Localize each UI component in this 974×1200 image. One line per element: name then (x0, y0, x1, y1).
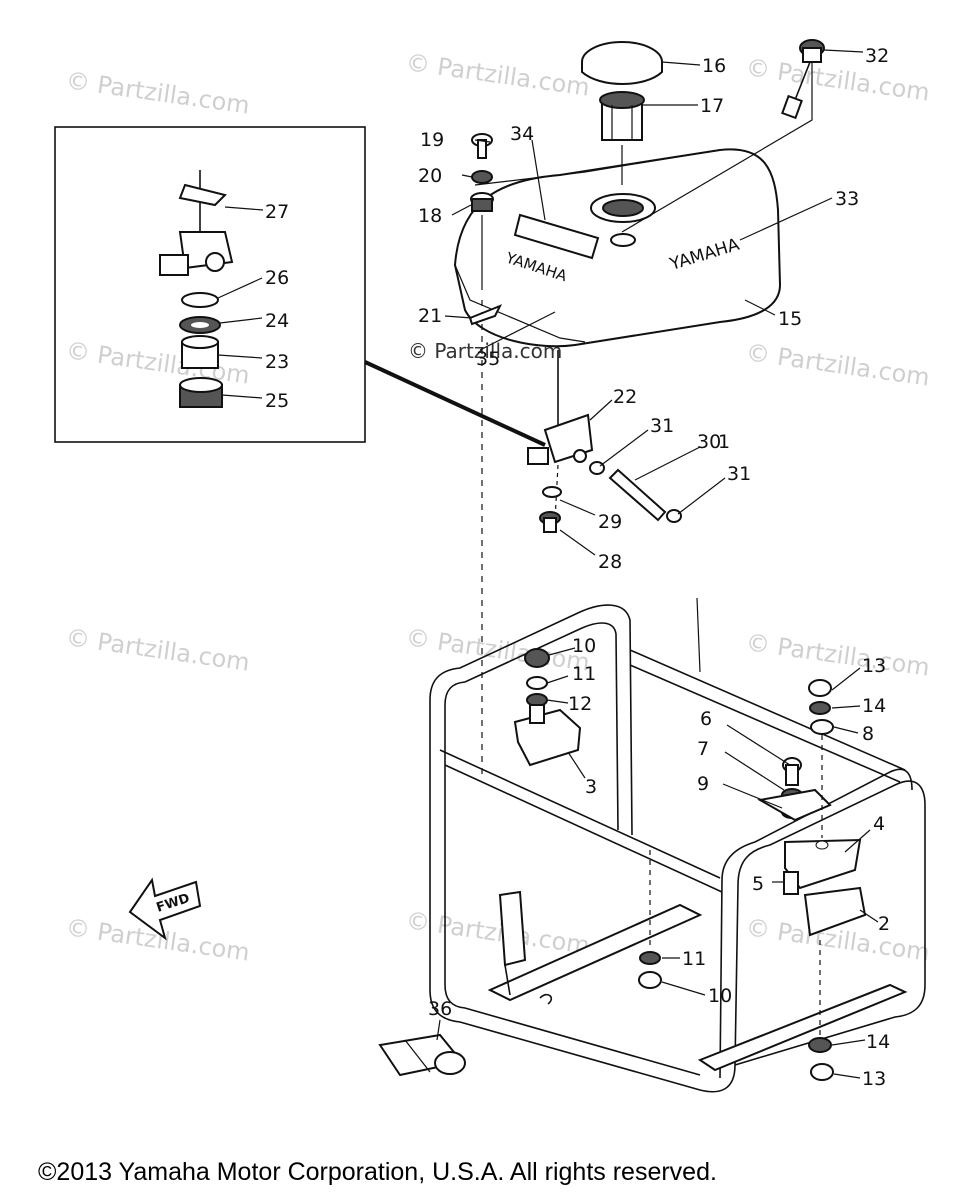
callout-31a: 31 (650, 415, 674, 437)
watermark-6: © Partzilla.com (64, 623, 251, 677)
callout-18: 18 (418, 205, 442, 227)
callout-33: 33 (835, 188, 859, 210)
callout-36: 36 (428, 998, 452, 1020)
frame (429, 604, 926, 1093)
left-mount (513, 648, 582, 767)
callout-19: 19 (420, 129, 444, 151)
callout-23: 23 (265, 351, 289, 373)
watermark-1: © Partzilla.com (64, 66, 251, 120)
callout-14b: 14 (866, 1031, 890, 1053)
callout-17: 17 (700, 95, 724, 117)
copyright-notice: ©2013 Yamaha Motor Corporation, U.S.A. A… (38, 1158, 717, 1186)
callout-3: 3 (585, 776, 597, 798)
fuel-cock (527, 350, 594, 533)
fuel-hose (589, 461, 682, 523)
callout-16: 16 (702, 55, 726, 77)
callout-13b: 13 (862, 1068, 886, 1090)
callout-20: 20 (418, 165, 442, 187)
callout-22: 22 (613, 386, 637, 408)
callout-27: 27 (265, 201, 289, 223)
callout-29: 29 (598, 511, 622, 533)
callout-2: 2 (878, 913, 890, 935)
protector-36 (378, 1033, 466, 1077)
callout-12: 12 (568, 693, 592, 715)
fuel-cap (581, 41, 663, 85)
callout-10a: 10 (572, 635, 596, 657)
callout-9: 9 (697, 773, 709, 795)
hose-clip (468, 304, 503, 326)
tank-bolt-stack (470, 133, 494, 780)
callout-11b: 11 (682, 948, 706, 970)
callout-13a: 13 (862, 655, 886, 677)
lower-nut-stack (638, 850, 662, 989)
watermark-2: © Partzilla.com (404, 48, 591, 102)
watermarks: © Partzilla.com © Partzilla.com © Partzi… (64, 48, 931, 967)
callout-10b: 10 (708, 985, 732, 1007)
watermark-4: © Partzilla.com (64, 336, 251, 390)
fuel-gauge (621, 39, 825, 233)
inset-fuel-cock-detail (54, 126, 546, 447)
watermark-10: © Partzilla.com (404, 906, 591, 960)
callouts: 1 2 3 4 5 6 7 8 9 10 11 12 13 14 15 16 1… (265, 45, 890, 1090)
callout-25: 25 (265, 390, 289, 412)
callout-34: 34 (510, 123, 534, 145)
callout-7: 7 (697, 738, 709, 760)
fuel-strainer (599, 91, 645, 141)
callout-14a: 14 (862, 695, 886, 717)
leader-lines (436, 49, 879, 1079)
callout-28: 28 (598, 551, 622, 573)
callout-5: 5 (752, 873, 764, 895)
callout-32: 32 (865, 45, 889, 67)
callout-26: 26 (265, 267, 289, 289)
callout-11a: 11 (572, 663, 596, 685)
callout-24: 24 (265, 310, 289, 332)
callout-1: 1 (718, 431, 730, 453)
callout-30: 30 (697, 431, 721, 453)
callout-35: 35 (476, 348, 500, 370)
callout-4: 4 (873, 813, 885, 835)
callout-31b: 31 (727, 463, 751, 485)
right-mount (757, 679, 867, 1081)
watermark-3: © Partzilla.com (744, 53, 931, 107)
callout-21: 21 (418, 305, 442, 327)
fwd-arrow-icon: FWD (128, 877, 202, 941)
callout-8: 8 (862, 723, 874, 745)
fuel-tank: YAMAHA YAMAHA (453, 148, 782, 348)
callout-15: 15 (778, 308, 802, 330)
callout-6: 6 (700, 708, 712, 730)
watermark-5: © Partzilla.com (744, 338, 931, 392)
watermark-8: © Partzilla.com (744, 628, 931, 682)
